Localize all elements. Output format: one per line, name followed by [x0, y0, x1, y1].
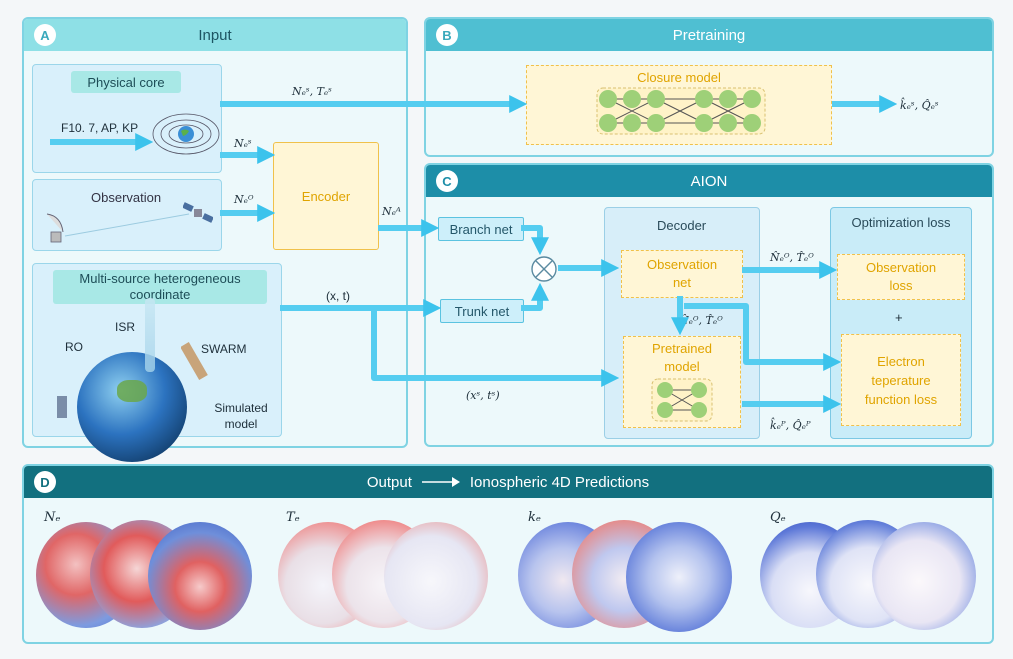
qe-globe-3 [872, 522, 976, 630]
simulated-label: Simulated model [214, 401, 268, 431]
panel-output: Output Ionospheric 4D Predictions D Nₑ T… [22, 464, 994, 644]
xt-label: (x, t) [326, 289, 350, 303]
output-label-ne: Nₑ [44, 510, 61, 525]
arrow-coord-to-pretrained [371, 308, 620, 387]
ro-label: RO [65, 340, 83, 354]
panel-pretraining: Pretraining B Closure model k̂ₑˢ, Q̂ₑˢ [424, 17, 994, 157]
plus-sign: + [895, 310, 903, 325]
badge-b: B [436, 24, 458, 46]
pretrained-model-label: Pretrained model [652, 341, 712, 374]
swarm-satellite-icon [181, 342, 208, 380]
panel-output-header: Output Ionospheric 4D Predictions [24, 466, 992, 498]
swarm-label: SWARM [201, 342, 247, 356]
kp-qp-label: k̂ₑᴾ, Q̂ₑᴾ [770, 419, 811, 432]
panel-pretraining-title: Pretraining [672, 26, 746, 44]
observation-loss-box: Observation loss [837, 254, 965, 300]
arrow-right-icon [421, 477, 460, 487]
output-label-qe: Qₑ [770, 510, 786, 525]
optimization-loss-label: Optimization loss [851, 215, 951, 230]
badge-c: C [436, 170, 458, 192]
physical-core-box: Physical core F10. 7, AP, KP [32, 64, 222, 173]
isr-beam [145, 298, 155, 372]
na-label: Nₑᴬ [382, 205, 401, 218]
output-label-ke: kₑ [528, 510, 541, 525]
panel-input-title: Input [198, 26, 232, 44]
earth-image [77, 352, 187, 462]
ns-label: Nₑˢ [234, 137, 252, 150]
observation-label: Observation [91, 190, 162, 205]
branch-net-box: Branch net [438, 217, 524, 241]
closure-model-label: Closure model [637, 70, 721, 85]
observation-loss-label: Observation loss [865, 260, 937, 293]
panel-input-header: Input [24, 19, 406, 51]
badge-a: A [34, 24, 56, 46]
optimization-loss-box: Optimization loss Observation loss + Ele… [830, 207, 972, 439]
panel-pretraining-header: Pretraining [426, 19, 992, 51]
ro-satellite-icon [57, 396, 67, 418]
nhat-that-label: N̂ₑᴼ, T̂ₑᴼ [770, 251, 814, 264]
panel-aion-title: AION [690, 172, 728, 190]
output-title-right: Ionospheric 4D Predictions [469, 473, 650, 491]
no-label: Nₑᴼ [234, 193, 254, 206]
nhat-that-mid-label: N̂ₑᴼ, T̂ₑᴼ [679, 314, 723, 327]
observation-link-line [64, 213, 190, 237]
multisource-title: Multi-source heterogeneous coordinate [53, 270, 267, 304]
magnetosphere-icon [152, 113, 220, 155]
electron-loss-box: Electron teperature function loss [841, 334, 961, 426]
isr-label: ISR [115, 320, 136, 334]
ks-qs-label: k̂ₑˢ, Q̂ₑˢ [900, 99, 939, 112]
closure-network-icon [596, 87, 766, 135]
satellite-icon [183, 202, 213, 223]
earth-land [117, 380, 147, 402]
ke-globe-3 [626, 522, 732, 632]
trunk-net-box: Trunk net [440, 299, 524, 323]
indices-label: F10. 7, AP, KP [61, 121, 139, 135]
output-label-te: Tₑ [286, 510, 300, 525]
panel-input: Input A Physical core F10. 7, AP, KP Obs… [22, 17, 408, 462]
physical-core-title: Physical core [71, 71, 181, 93]
electron-loss-label: Electron teperature function loss [864, 353, 938, 407]
output-title-left: Output [366, 473, 412, 491]
observation-box: Observation [32, 179, 222, 251]
xs-ts-label: (xˢ, tˢ) [466, 389, 500, 402]
ne-globe-3 [148, 522, 252, 630]
arrow-trunk-to-op [521, 282, 549, 311]
product-operator-icon [531, 256, 557, 282]
badge-d: D [34, 471, 56, 493]
arrow-nhat-to-electron [684, 303, 842, 371]
te-globe-3 [384, 522, 488, 630]
encoder-box: Encoder [273, 142, 379, 250]
decoder-label: Decoder [657, 218, 707, 233]
ns-ts-label: Nₑˢ, Tₑˢ [292, 85, 332, 98]
observation-net-label: Observation net [647, 257, 718, 290]
radar-dish-icon [46, 213, 64, 243]
pretrained-network-icon [651, 378, 713, 422]
panel-aion-header: AION [426, 165, 992, 197]
arrow-branch-to-op [521, 225, 549, 256]
decoder-box: Decoder Observation net N̂ₑᴼ, T̂ₑᴼ Pretr… [604, 207, 760, 439]
multisource-box: Multi-source heterogeneous coordinate RO… [32, 263, 282, 462]
